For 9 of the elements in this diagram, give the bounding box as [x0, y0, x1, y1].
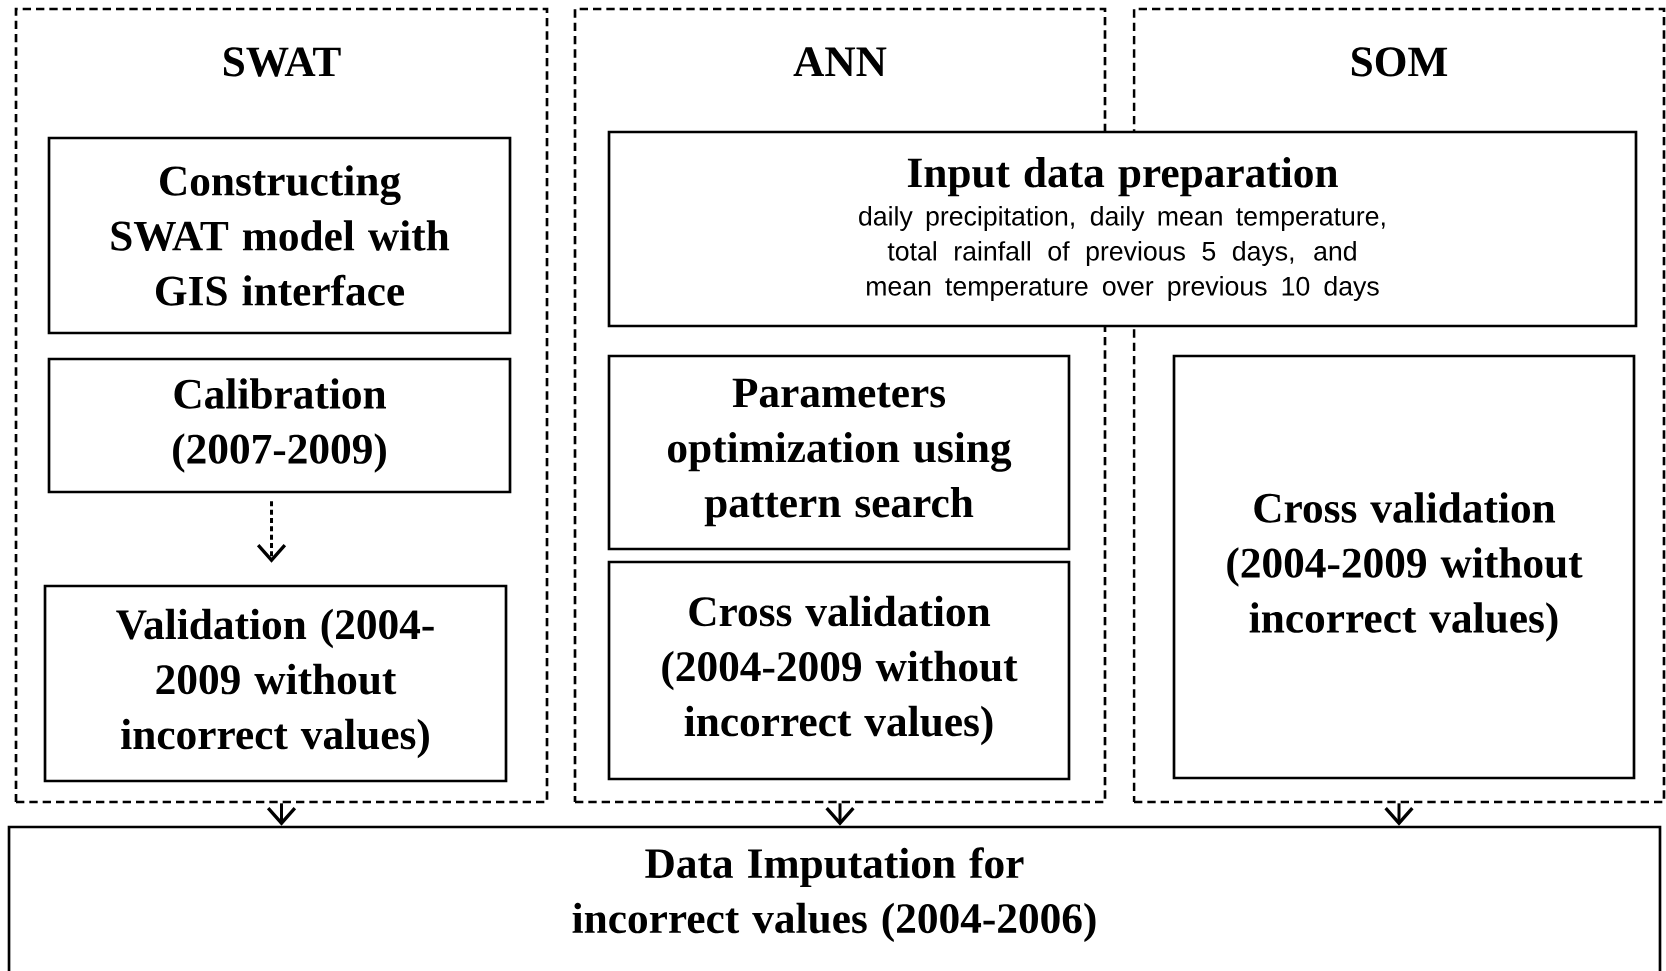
process-box: Cross validation (2004-2009 without incorrect values) — [1172, 354, 1636, 780]
process-box: Parameters optimization using pattern search — [607, 354, 1071, 551]
result-box: Data Imputation for incorrect values (2004-2006) — [7, 825, 1662, 971]
process-box: Constructing SWAT model with GIS interface — [47, 136, 512, 335]
process-box: Validation (2004-2009 without incorrect values) — [43, 584, 508, 783]
process-box: Input data preparation daily precipitation, daily mean temperature, total rainfall of previous 5 days, and mean temperature over previous 10 days — [607, 130, 1638, 328]
process-box: Cross validation (2004-2009 without incorrect values) — [607, 560, 1071, 781]
process-box: Calibration (2007-2009) — [47, 357, 512, 494]
arrow — [256, 501, 287, 563]
